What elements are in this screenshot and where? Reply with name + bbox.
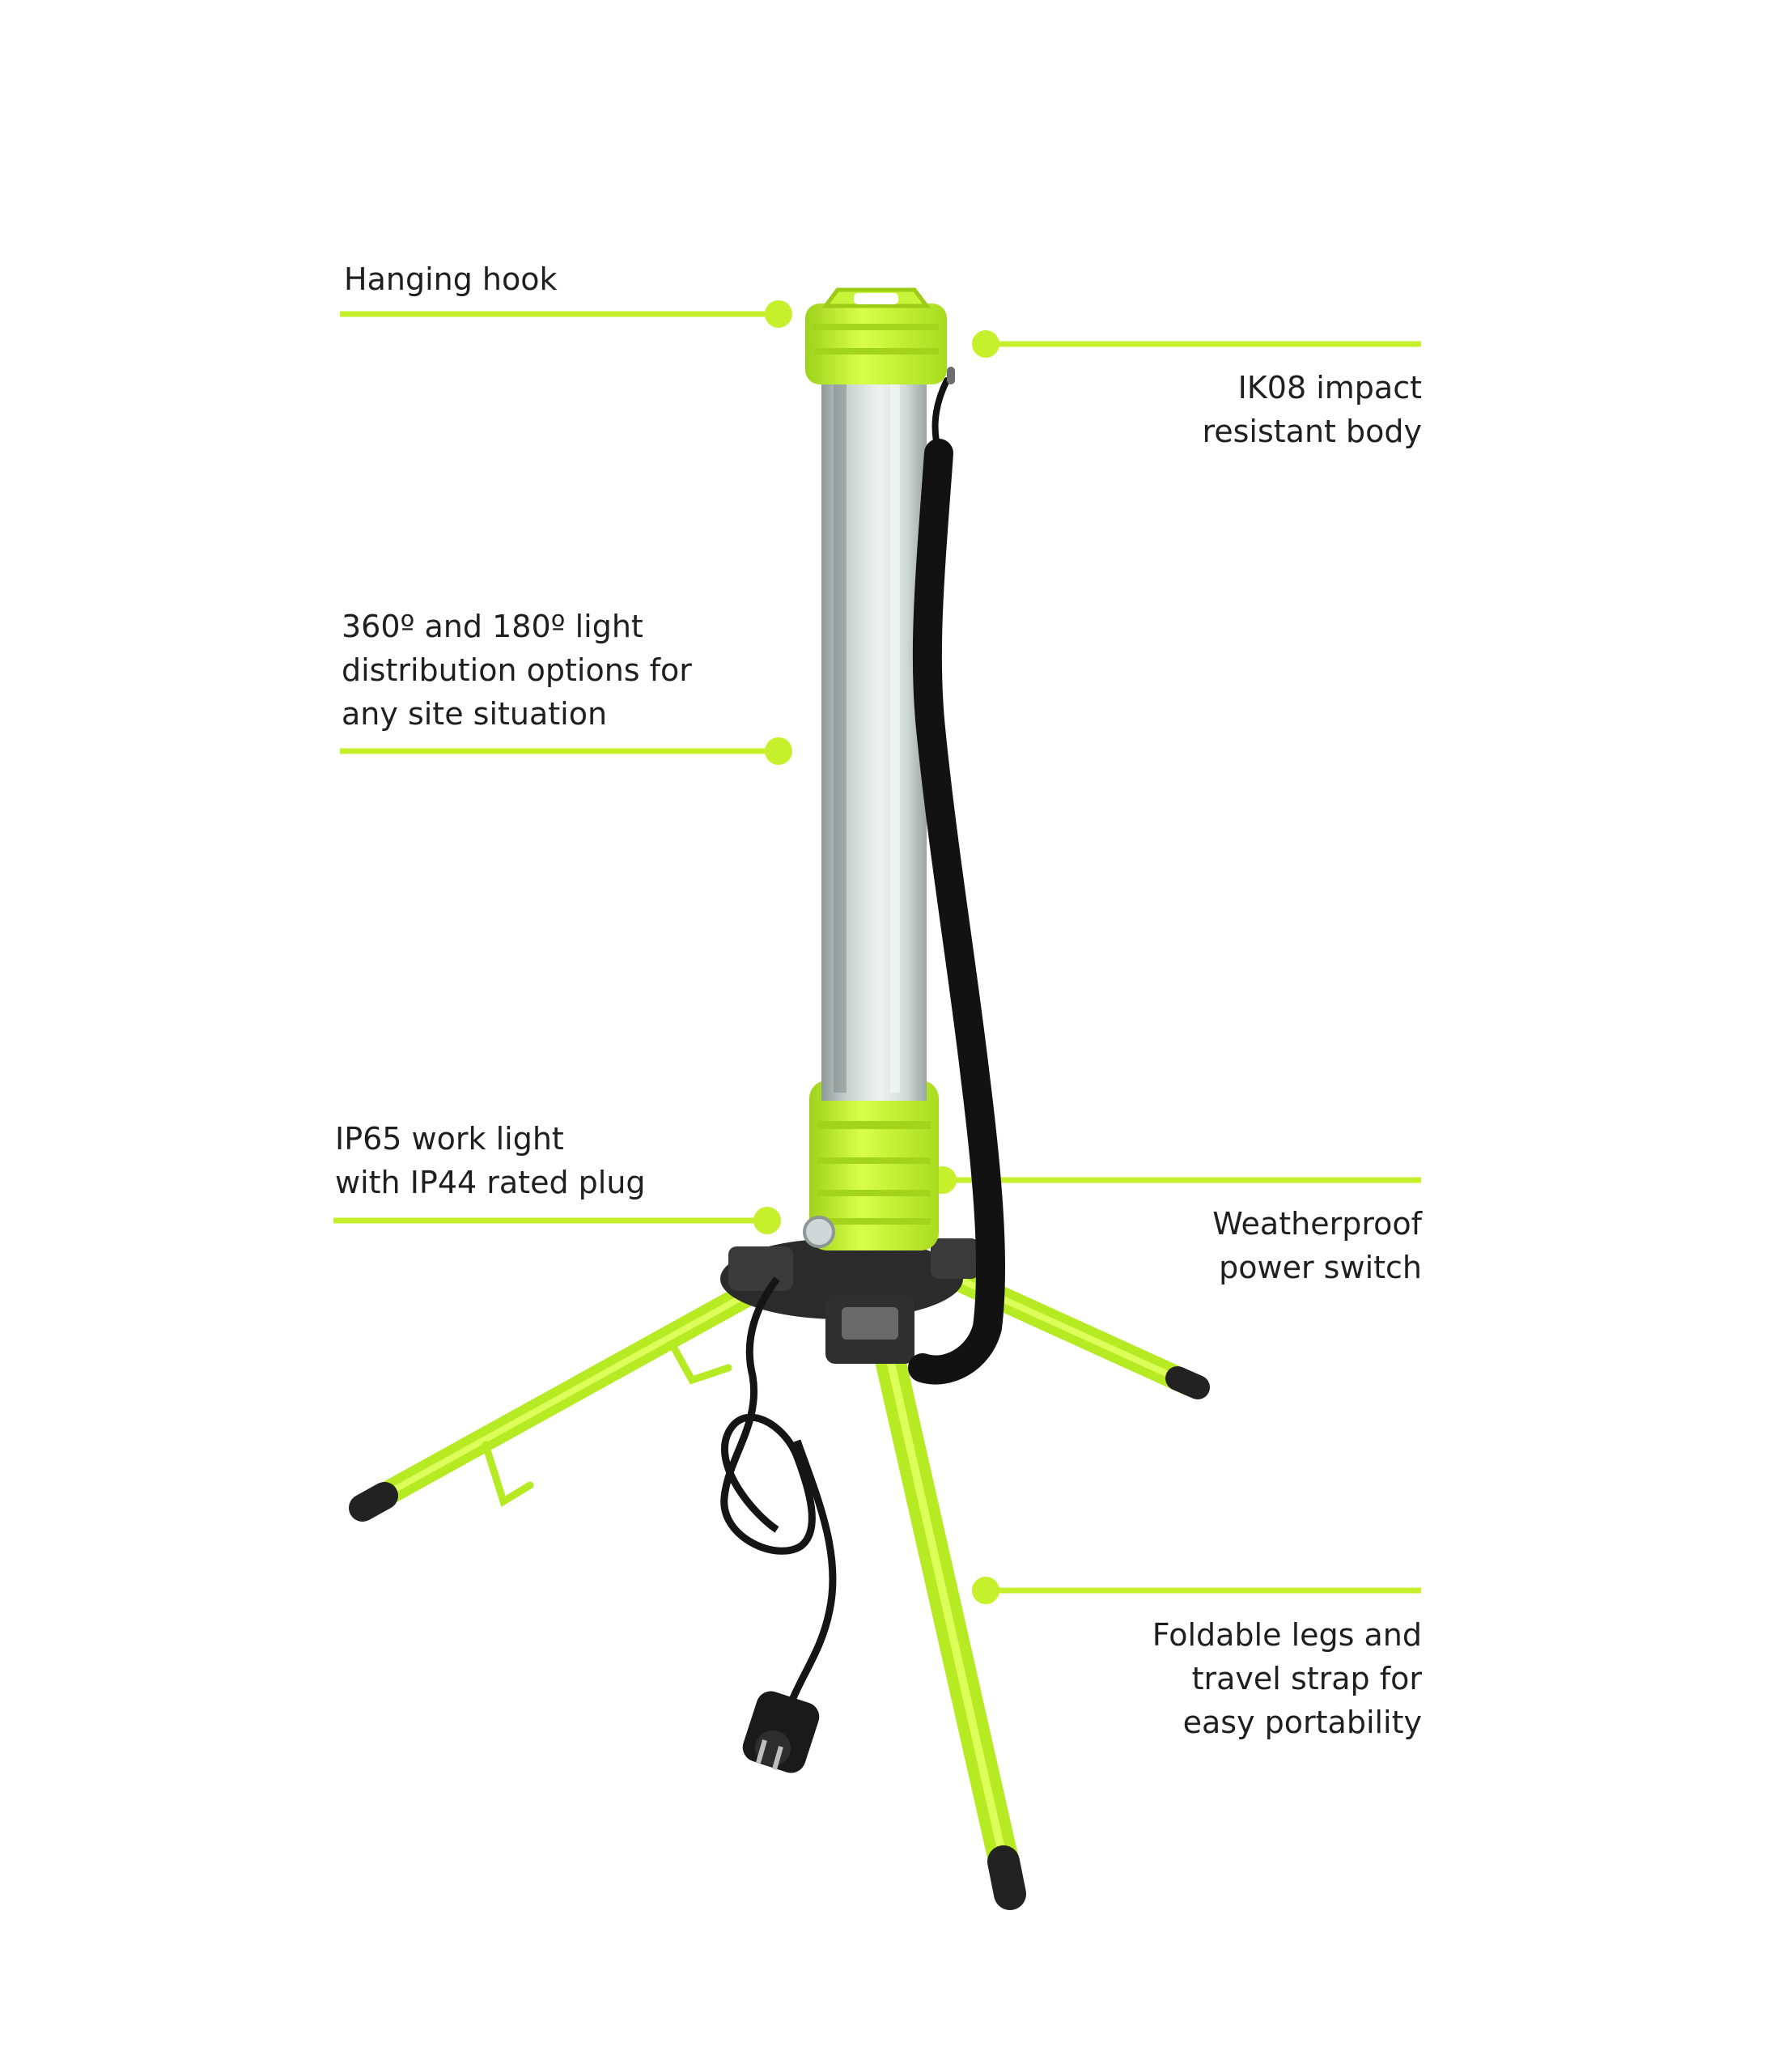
power-switch-icon (803, 1216, 835, 1248)
callout-text-line: travel strap for (1191, 1661, 1422, 1696)
callout-dot-light-distribution (765, 737, 792, 765)
light-tube (821, 372, 927, 1101)
callout-dot-hanging-hook (765, 300, 792, 328)
callout-text-line: power switch (1219, 1250, 1422, 1285)
travel-strap (908, 367, 1006, 1385)
power-plug (742, 1691, 820, 1773)
callout-text-line: with IP44 rated plug (335, 1165, 646, 1200)
callout-text-line: Weatherproof (1212, 1206, 1422, 1242)
callout-impact-body: IK08 impact resistant body (1202, 366, 1422, 453)
left-leg-foot (349, 1482, 398, 1522)
callout-light-distribution: 360º and 180º light distribution options… (342, 605, 692, 736)
callout-power-switch: Weatherproof power switch (1212, 1202, 1422, 1289)
callout-text-line: 360º and 180º light (342, 609, 643, 644)
callout-ip-rating: IP65 work light with IP44 rated plug (335, 1117, 646, 1204)
callout-lines (333, 300, 1421, 1604)
callout-text-line: any site situation (342, 696, 608, 732)
callout-text-line: Foldable legs and (1152, 1617, 1422, 1653)
callout-dot-ip-rating (753, 1207, 781, 1234)
callout-dot-foldable-legs (972, 1577, 999, 1604)
top-cap (805, 287, 947, 384)
left-leg-bracket-lower (482, 1441, 534, 1507)
tripod-legs (349, 1250, 1210, 1910)
tripod-hub (720, 1238, 979, 1364)
base-collar (803, 1081, 939, 1250)
callout-text-line: easy portability (1182, 1705, 1422, 1740)
callout-hanging-hook: Hanging hook (344, 257, 558, 301)
callout-text-line: distribution options for (342, 652, 692, 688)
callout-text-line: resistant body (1202, 414, 1422, 449)
callout-text-line: Hanging hook (344, 261, 558, 297)
callout-text-line: IK08 impact (1237, 370, 1422, 405)
front-leg-foot (987, 1845, 1026, 1910)
right-leg-foot (1165, 1366, 1210, 1399)
left-leg-bracket-upper (668, 1340, 732, 1385)
power-cable (720, 1276, 837, 1709)
callout-foldable-legs: Foldable legs and travel strap for easy … (1152, 1613, 1422, 1744)
callout-dot-impact-body (972, 330, 999, 358)
callout-text-line: IP65 work light (335, 1121, 564, 1157)
